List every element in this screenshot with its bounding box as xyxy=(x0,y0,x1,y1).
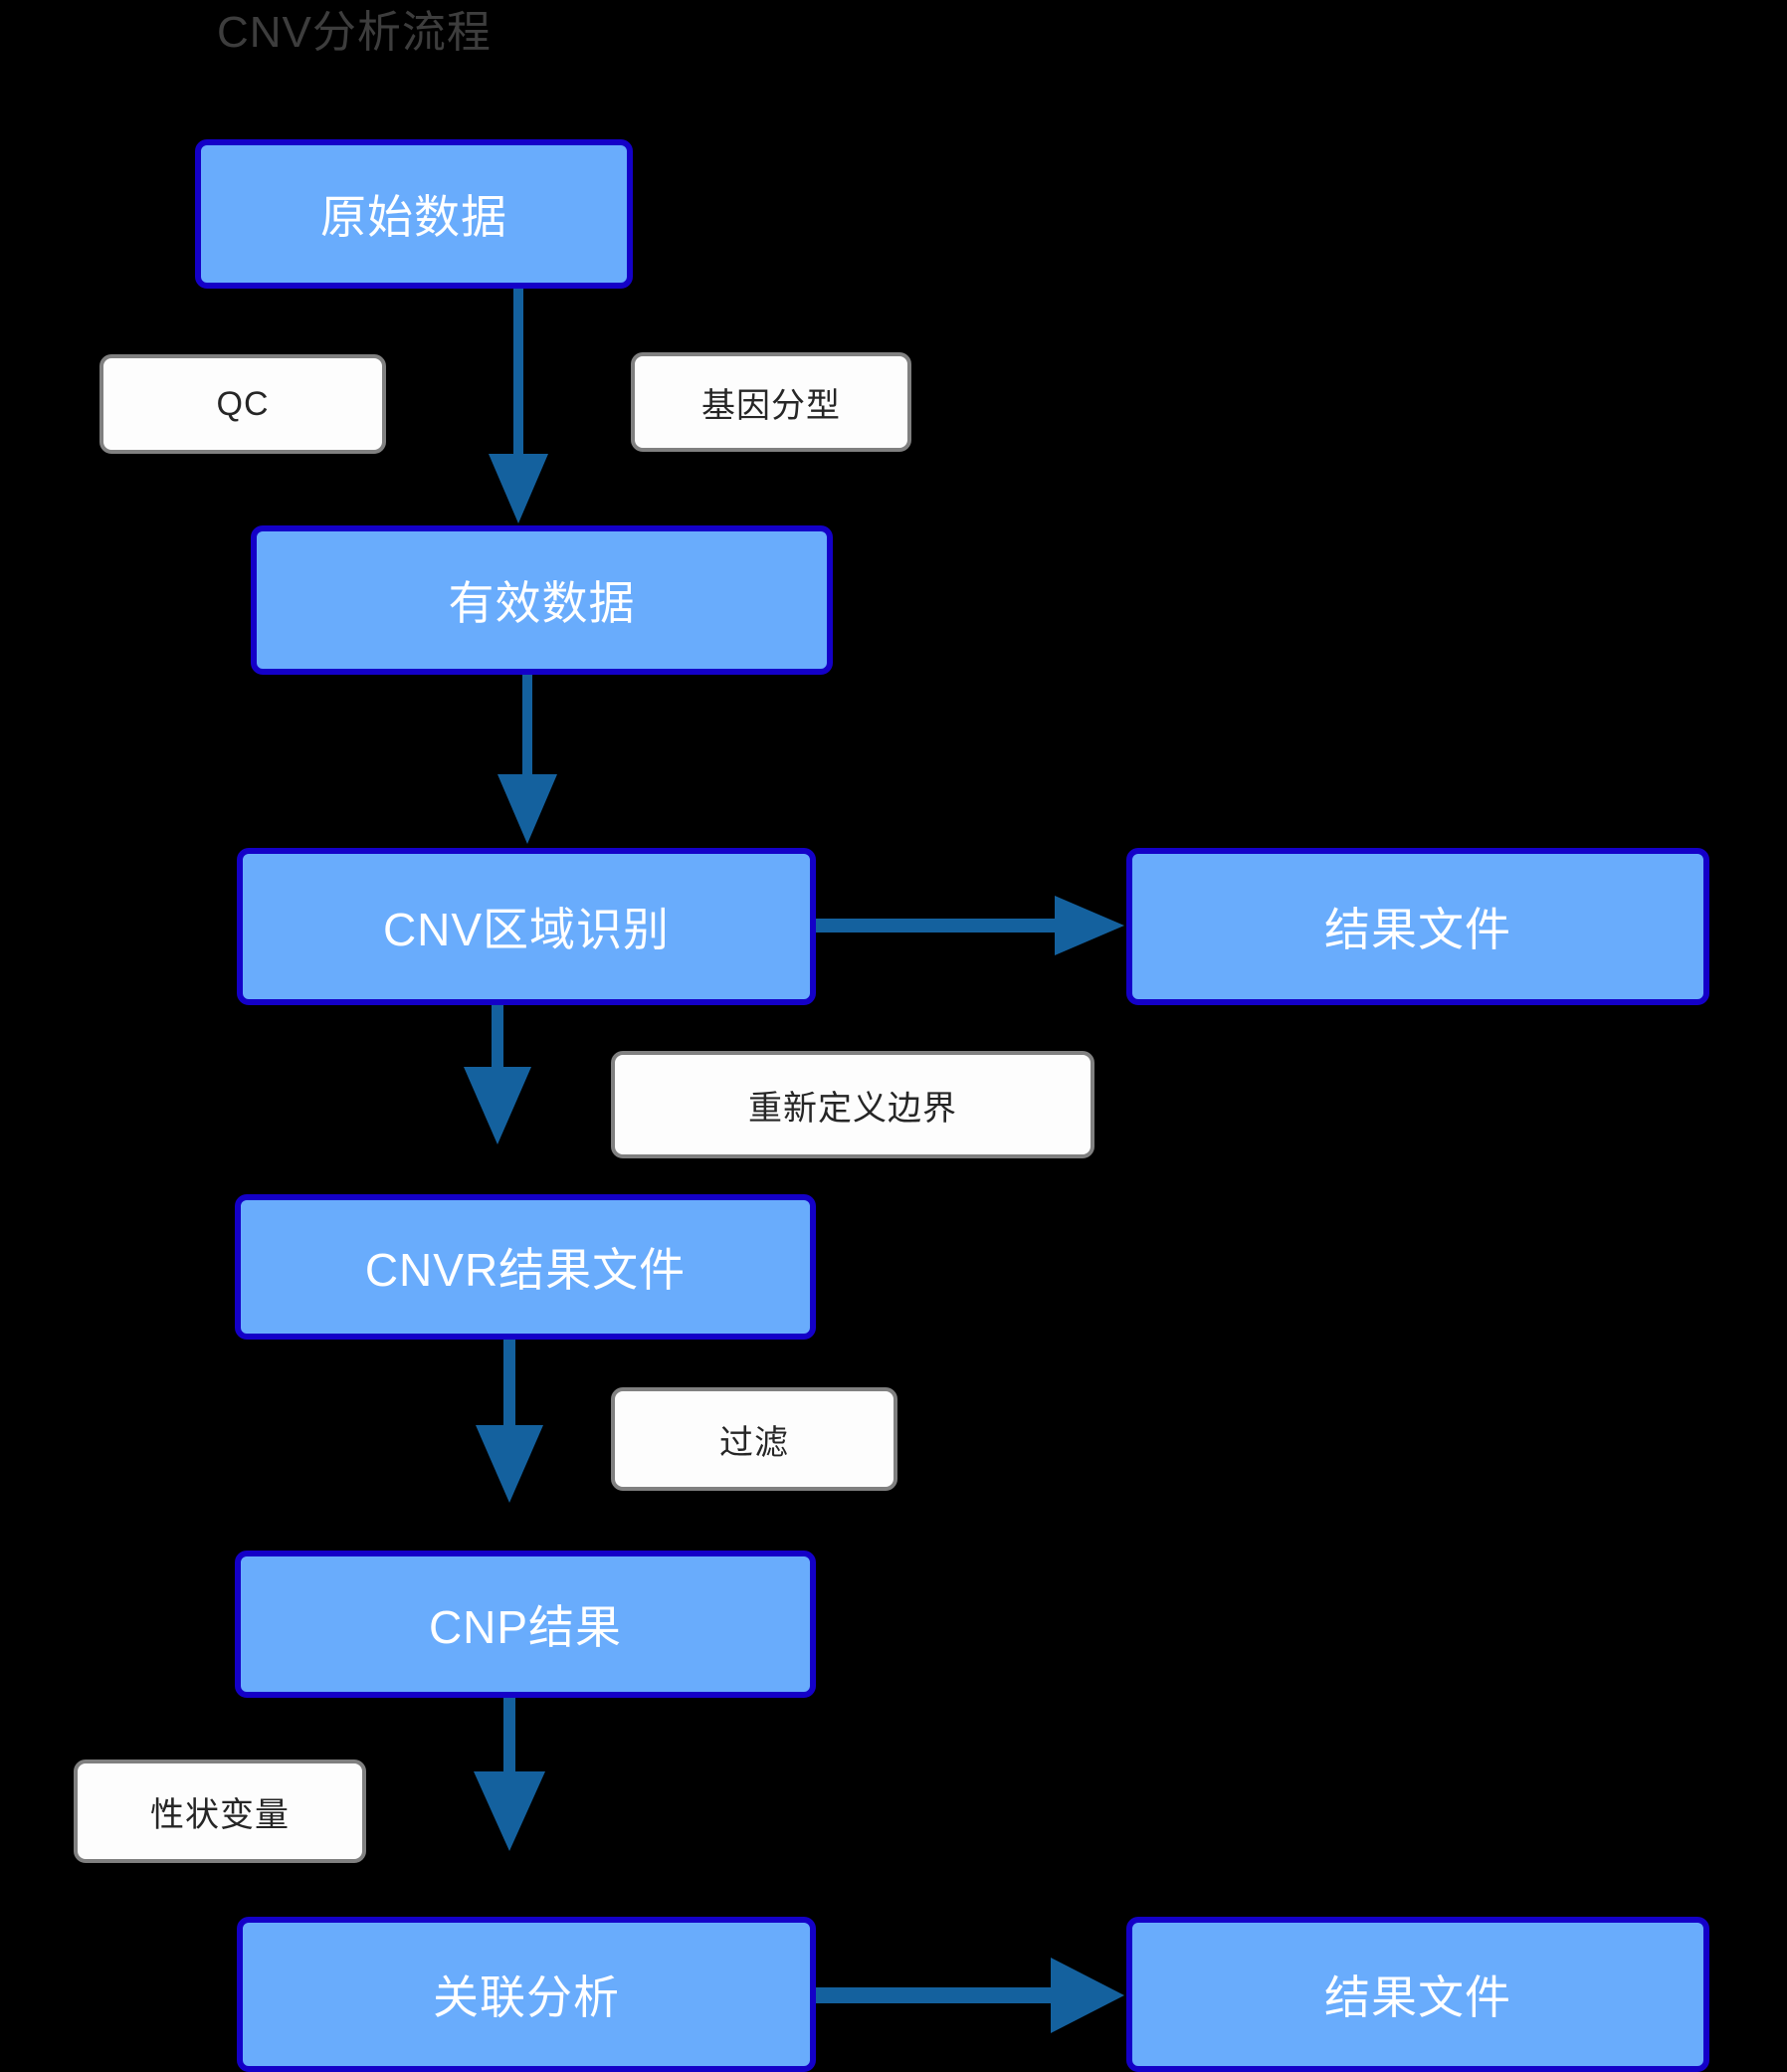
node-result-file-1[interactable]: 结果文件 xyxy=(1126,848,1709,1005)
node-label: 关联分析 xyxy=(433,1971,620,2023)
node-cnv-region[interactable]: CNV区域识别 xyxy=(237,848,816,1005)
edge-label-filter: 过滤 xyxy=(611,1387,897,1491)
node-cnp-result[interactable]: CNP结果 xyxy=(235,1551,816,1698)
page-title: CNV分析流程 xyxy=(217,8,492,57)
node-label: CNVR结果文件 xyxy=(364,1244,687,1296)
node-label: 原始数据 xyxy=(320,191,507,243)
edge-label-text: QC xyxy=(216,384,270,423)
node-label: 有效数据 xyxy=(448,577,636,629)
node-label: 结果文件 xyxy=(1324,1971,1511,2023)
edge-label-qc: QC xyxy=(99,354,386,454)
node-label: CNV区域识别 xyxy=(382,904,671,955)
node-valid-data[interactable]: 有效数据 xyxy=(251,525,833,675)
node-raw-data[interactable]: 原始数据 xyxy=(195,139,633,289)
edge-label-text: 重新定义边界 xyxy=(748,1089,957,1128)
edge-label-text: 性状变量 xyxy=(150,1795,290,1834)
edge-label-text: 过滤 xyxy=(719,1423,789,1462)
edge-label-text: 基因分型 xyxy=(701,386,841,425)
edge-label-trait: 性状变量 xyxy=(74,1760,366,1863)
node-label: 结果文件 xyxy=(1324,904,1511,955)
node-label: CNP结果 xyxy=(428,1601,623,1653)
node-cnvr-result[interactable]: CNVR结果文件 xyxy=(235,1194,816,1340)
node-result-file-2[interactable]: 结果文件 xyxy=(1126,1917,1709,2072)
edge-label-genotyping: 基因分型 xyxy=(631,352,911,452)
node-assoc-analysis[interactable]: 关联分析 xyxy=(237,1917,816,2072)
edge-label-redefine: 重新定义边界 xyxy=(611,1051,1094,1158)
